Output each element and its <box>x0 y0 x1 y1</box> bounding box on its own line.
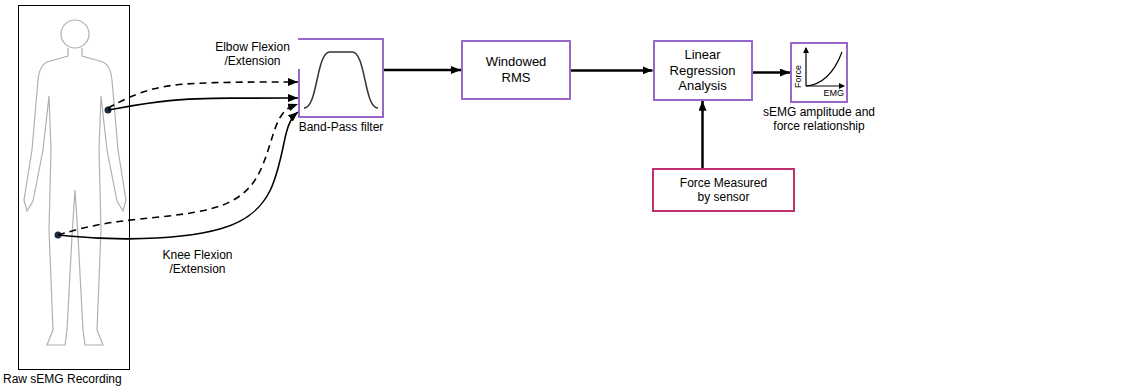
connector-arrow <box>753 71 791 74</box>
node-text: EMG <box>823 88 844 99</box>
edge-label: Elbow Flexion /Extension <box>203 40 302 69</box>
node-text: Raw sEMG Recording <box>3 372 122 386</box>
force-axis <box>805 48 806 86</box>
node-text: Force <box>793 65 804 88</box>
filter-box: Band-Pass filter <box>298 38 384 118</box>
figure-head <box>61 20 89 48</box>
figure-body <box>24 48 126 345</box>
node-text: Force Measured by sensor <box>674 176 774 205</box>
force-emg-curve <box>806 52 842 86</box>
connector-arrow <box>108 98 298 110</box>
node-text: Linear Regression Analysis <box>662 47 744 94</box>
node-text: Band-Pass filter <box>296 120 386 134</box>
process-box: Linear Regression Analysis <box>653 40 753 101</box>
node-text: sEMG amplitude and force relationship <box>760 105 878 134</box>
connector-arrow <box>384 69 461 72</box>
edge-label: Knee Flexion /Extension <box>148 248 247 277</box>
process-box: Windowed RMS <box>461 40 571 100</box>
filter-response-curve <box>304 52 378 108</box>
graph-box: ForceEMGsEMG amplitude and force relatio… <box>790 42 848 103</box>
connector-arrow <box>58 112 298 239</box>
connector-arrow <box>108 82 298 108</box>
node-text: Windowed RMS <box>476 54 556 85</box>
sensor-box: Force Measured by sensor <box>652 168 795 212</box>
human-figure <box>24 20 126 345</box>
connector-arrow <box>58 104 298 235</box>
connector-arrow <box>701 101 704 168</box>
figure-frame: Raw sEMG Recording <box>18 5 130 370</box>
connector-arrow <box>571 69 653 72</box>
